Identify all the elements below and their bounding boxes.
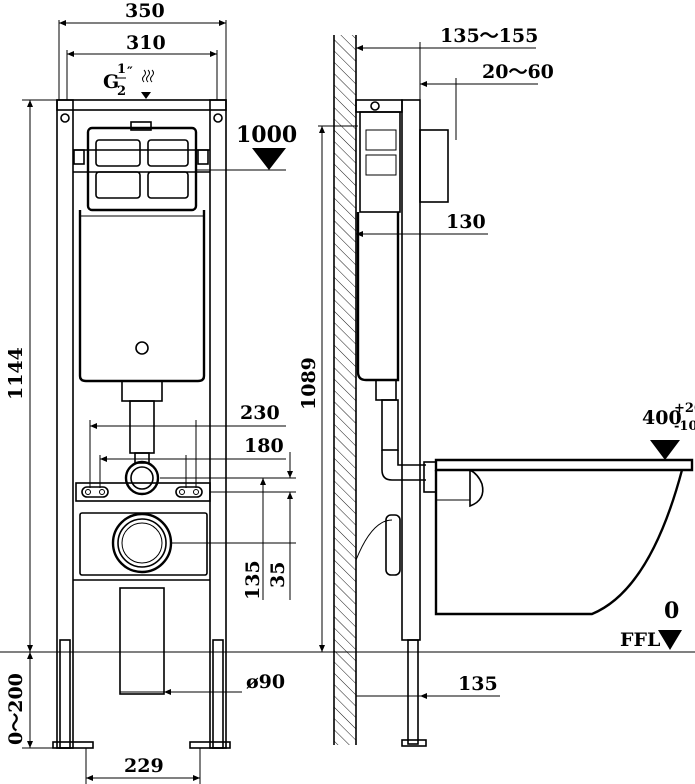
dim-20-60-label: 20～60 (482, 61, 554, 83)
dim-1089: 1089 (298, 125, 358, 652)
dim-130-label: 130 (446, 211, 486, 233)
svg-text:2: 2 (117, 84, 126, 99)
dim-230-label: 230 (240, 402, 280, 424)
dim-310-label: 310 (126, 32, 166, 54)
dim-90-label: ø90 (246, 671, 285, 693)
dim-1144-label: 1144 (5, 347, 27, 400)
frame-side (355, 99, 449, 747)
dim-35-label: 35 (267, 562, 289, 588)
side-view: 135～155 20～60 (298, 25, 695, 747)
dim-foot-height: 0～200 (5, 652, 57, 749)
ffl-zero-label: 0 (664, 598, 679, 624)
water-inlet-label: G 1 2 ″ (103, 62, 154, 99)
bolt-bar (75, 482, 211, 502)
dim-20-60: 20～60 (420, 61, 554, 140)
dim-frame-depth: 135 (356, 673, 500, 699)
dim-135-155: 135～155 (356, 25, 538, 100)
button-height-1000: 1000 (196, 122, 297, 171)
svg-text:-10: -10 (674, 419, 695, 434)
svg-text:″: ″ (127, 65, 133, 80)
dim-0-200-label: 0～200 (5, 673, 27, 745)
dim-180: 180 (99, 435, 286, 488)
dim-130: 130 (356, 211, 488, 237)
dim-1000-label: 1000 (236, 122, 297, 148)
dim-230: 230 (89, 402, 286, 488)
svg-text:1: 1 (117, 62, 126, 77)
width-dimension-350: 350 (58, 0, 227, 100)
dim-135-155-label: 135～155 (440, 25, 538, 47)
wall-hatch (334, 35, 356, 745)
mounting-frame (56, 99, 227, 749)
bowl-height-marker: 400 +20 -10 (642, 401, 695, 460)
svg-text:G: G (103, 71, 119, 93)
dim-diameter-90: ø90 (120, 671, 285, 695)
flush-panel-bracket (73, 121, 209, 212)
dim-offsets: 35 135 (160, 452, 296, 600)
dim-400-label: 400 (642, 407, 682, 429)
dim-135-label: 135 (242, 560, 264, 600)
drain-pipe (119, 587, 165, 695)
width-dimension-310: 310 (66, 32, 218, 100)
dim-1089-label: 1089 (298, 357, 320, 410)
dim-180-label: 180 (244, 435, 284, 457)
flush-pipe (121, 380, 163, 496)
dim-229-label: 229 (124, 755, 164, 777)
cistern (78, 210, 206, 383)
ffl-label: FFL (620, 629, 660, 651)
drain-connector (73, 512, 210, 581)
svg-text:+20: +20 (674, 401, 695, 416)
finished-floor-level: 0 FFL (620, 598, 682, 651)
dim-350-label: 350 (125, 0, 165, 22)
toilet-bowl (423, 458, 694, 616)
dim-135-bottom-label: 135 (458, 673, 498, 695)
dim-229: 229 (85, 748, 201, 784)
frame-feet (52, 639, 231, 749)
dim-1144: 1144 (5, 99, 57, 652)
cistern-side (355, 111, 426, 576)
